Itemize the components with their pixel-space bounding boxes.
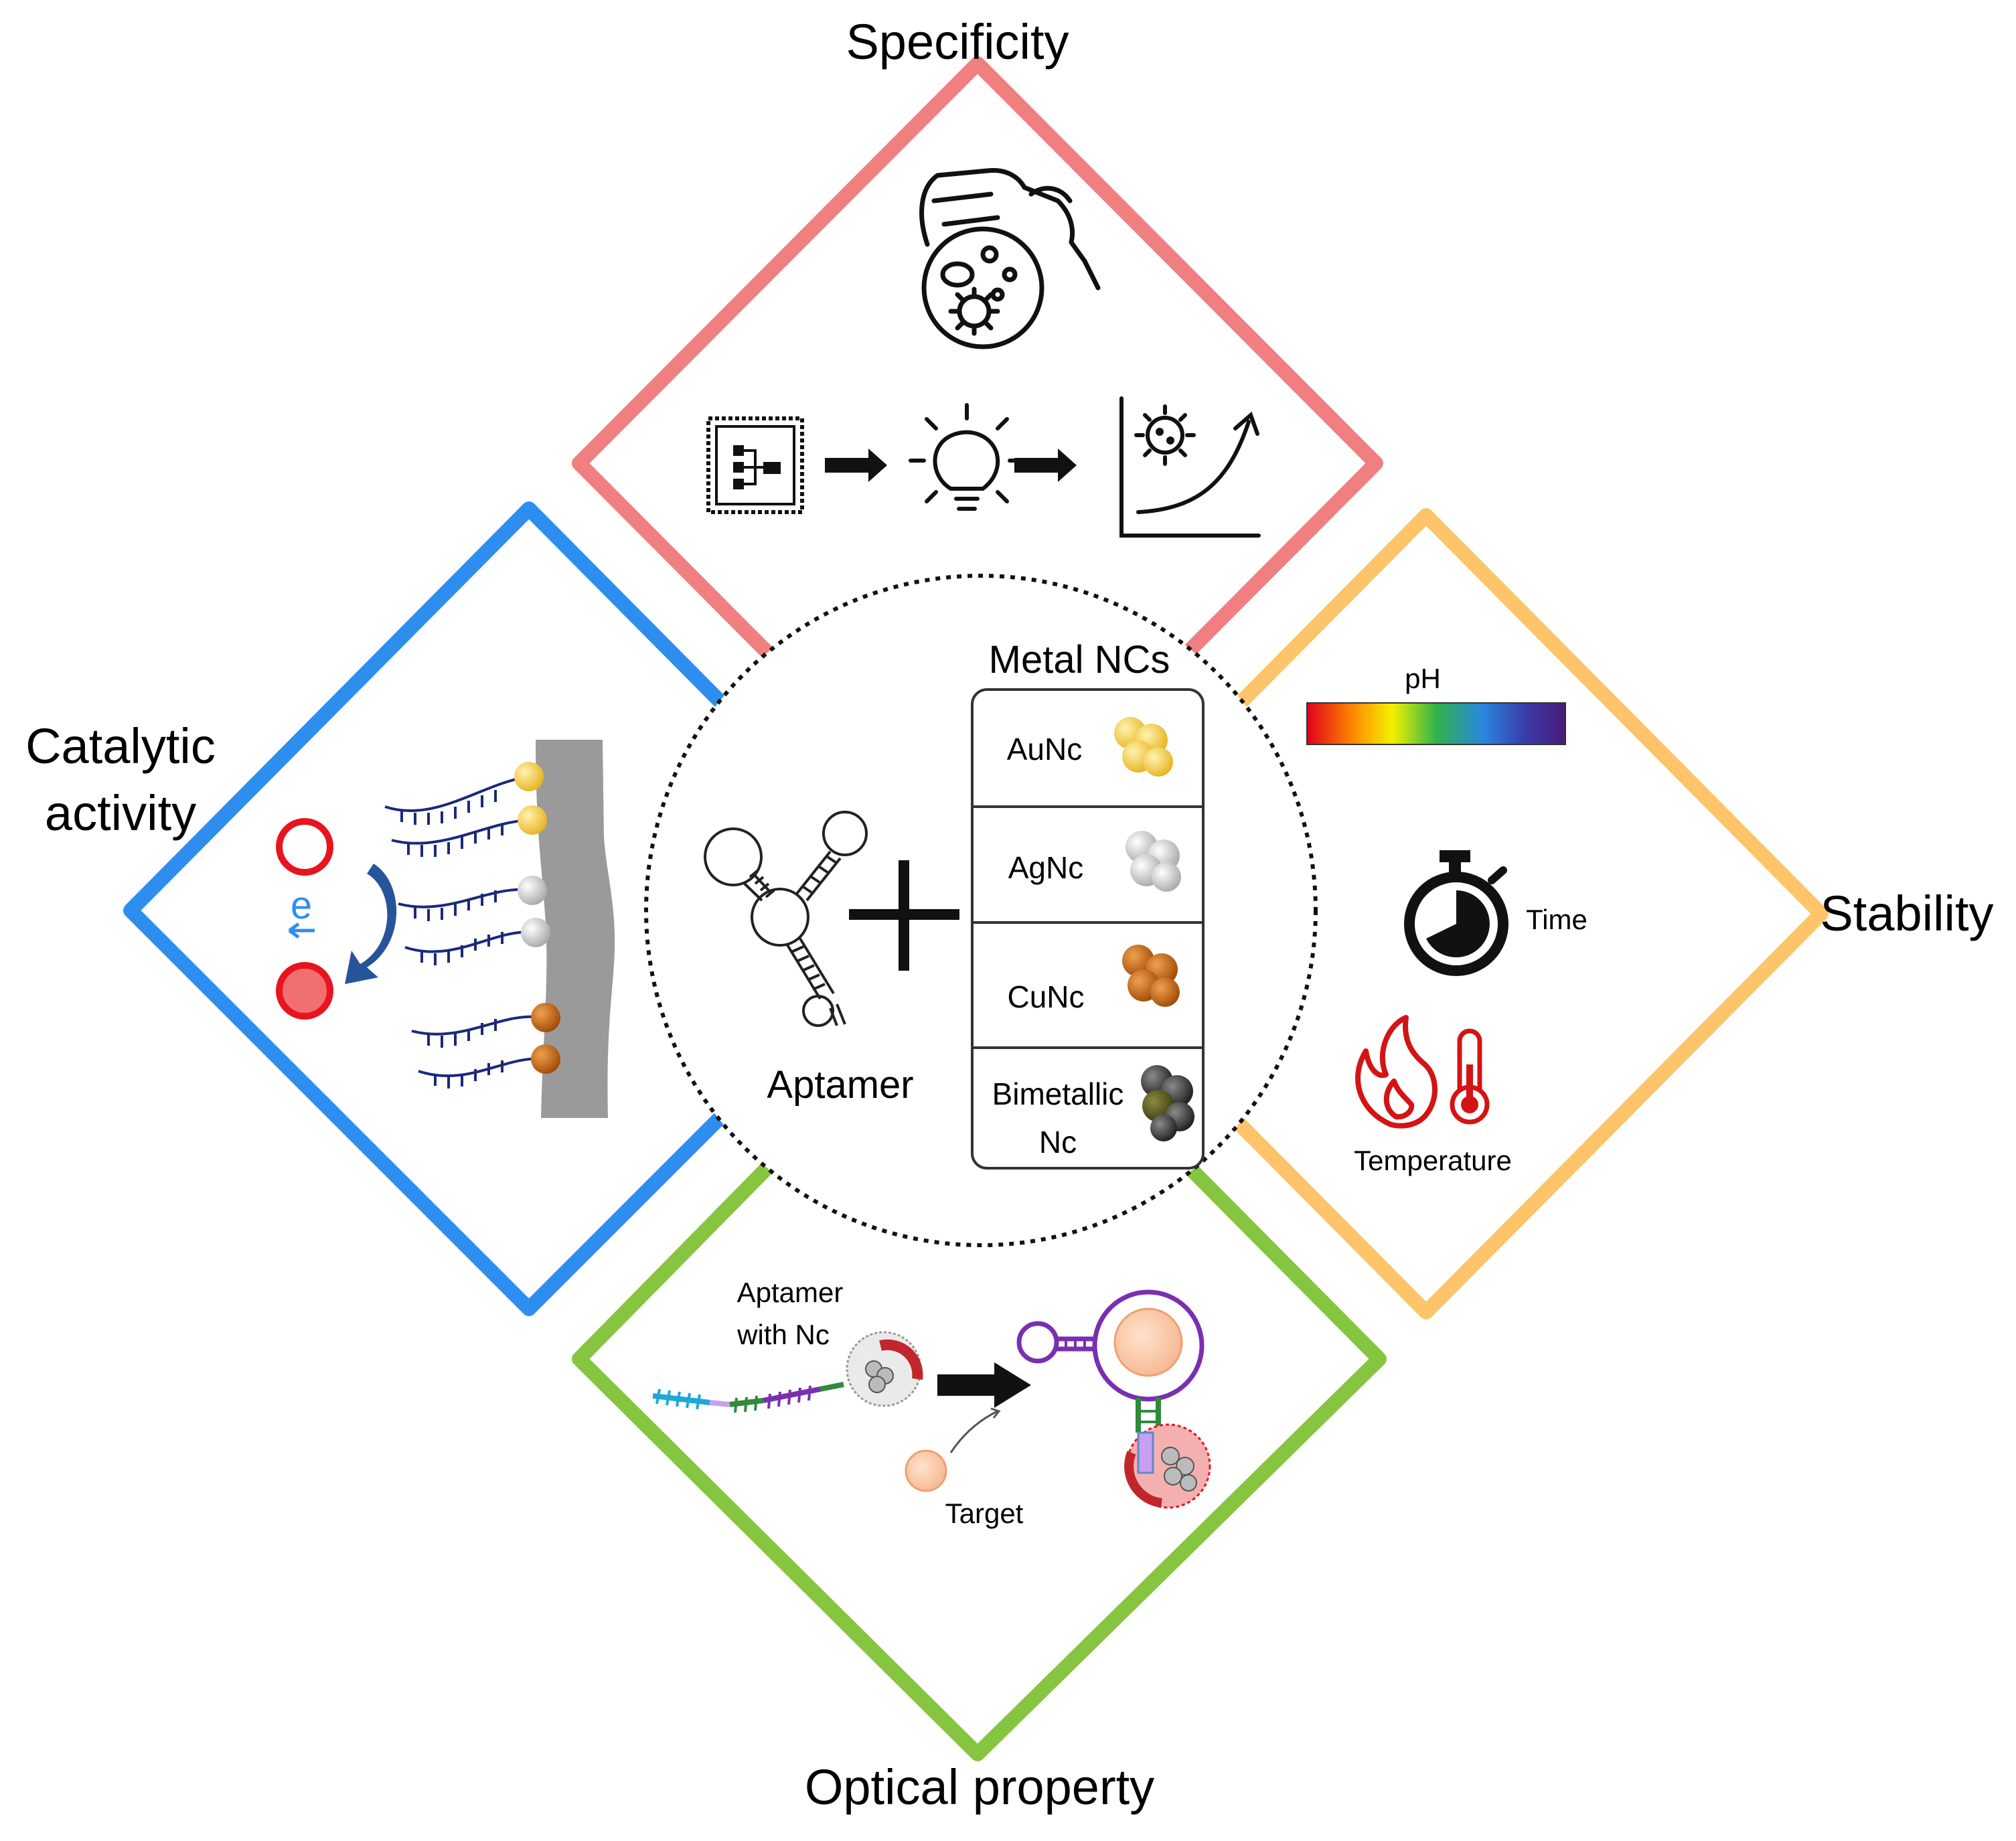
cu-nanocluster-icon <box>1122 945 1180 1007</box>
lightbulb-icon <box>909 403 1025 511</box>
nc-row-ag-label: AgNc <box>1008 850 1083 885</box>
nc-row-au-label: AuNc <box>1007 732 1082 767</box>
arrow-right-icon-2 <box>1014 449 1077 482</box>
stopwatch-icon <box>1404 850 1508 976</box>
electron-label: e <box>291 884 312 927</box>
specificity-label: Specificity <box>846 14 1069 70</box>
aptamer-duplex-strand <box>652 1382 844 1413</box>
bimetallic-nanocluster-icon <box>1141 1065 1194 1141</box>
au-nanocluster-icon <box>1114 717 1173 777</box>
arrow-right-icon <box>825 449 887 482</box>
virus-growth-graph-icon <box>1119 396 1261 538</box>
aptamer-with-nc-label-line1: Aptamer <box>737 1277 844 1308</box>
optical-frame <box>572 947 1387 1761</box>
ag-nanocluster-icon <box>1126 831 1181 892</box>
catalytic-label-line1: Catalytic <box>25 718 216 774</box>
target-label: Target <box>945 1498 1024 1529</box>
nc-row-cu-label: CuNc <box>1007 979 1084 1014</box>
ph-gradient-bar <box>1306 702 1566 745</box>
aptamer-target-complex-icon <box>1016 1289 1211 1509</box>
nanocluster-cloud-icon <box>846 1331 923 1407</box>
dna-strands <box>384 775 546 1089</box>
nc-row-bimetallic-label: Bimetallic <box>992 1076 1124 1111</box>
curved-arrow-icon <box>345 864 397 984</box>
flame-icon <box>1355 1015 1438 1129</box>
hand-petri-dish-icon <box>919 167 1101 349</box>
circuit-chip-icon <box>706 416 804 514</box>
arrow-right-icon-3 <box>937 1362 1031 1408</box>
time-label: Time <box>1526 904 1587 935</box>
stability-label: Stability <box>1820 886 1993 941</box>
nc-row-bimetallic-label2: Nc <box>1039 1125 1077 1159</box>
ph-label: pH <box>1405 663 1441 694</box>
plus-icon <box>849 860 959 971</box>
aptamer-hairpin-icon <box>704 811 868 1027</box>
catalytic-label-line2: activity <box>45 785 196 841</box>
electron-arrow-icon <box>288 922 315 939</box>
metal-ncs-label: Metal NCs <box>989 638 1170 682</box>
thermometer-icon <box>1450 1028 1490 1125</box>
aptamer-with-nc-label-line2: with Nc <box>736 1319 830 1350</box>
temperature-label: Temperature <box>1354 1145 1512 1176</box>
aptamer-label: Aptamer <box>767 1063 913 1107</box>
nanocluster-beads <box>514 762 560 1074</box>
binding-arrow-icon <box>949 1407 1001 1453</box>
redox-circles <box>276 818 333 1020</box>
optical-property-label: Optical property <box>805 1759 1154 1815</box>
target-molecule-icon <box>905 1449 947 1492</box>
